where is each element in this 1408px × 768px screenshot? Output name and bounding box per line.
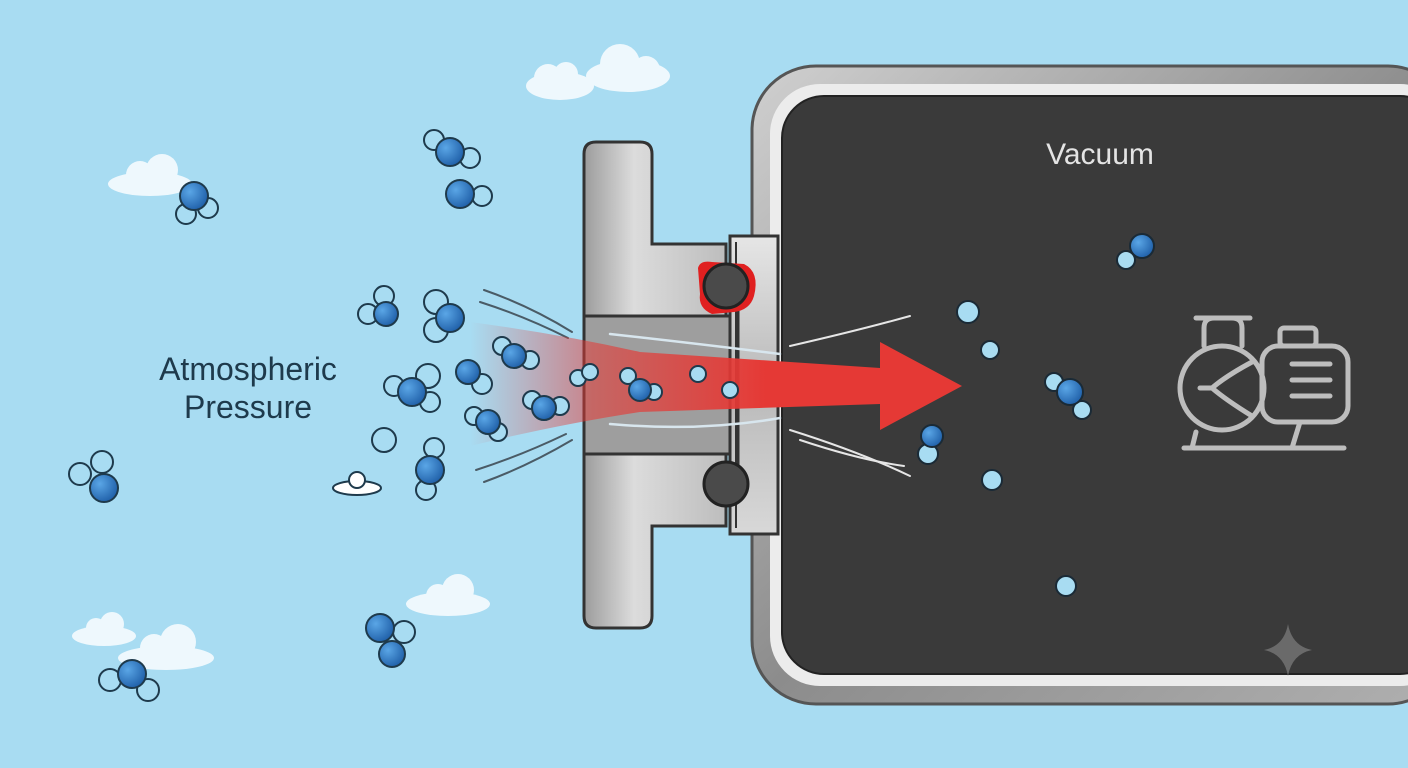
molecule-icon	[689, 365, 707, 383]
upper-o-ring	[702, 262, 750, 310]
molecule-icon	[68, 450, 119, 503]
lower-flange	[582, 452, 728, 630]
molecule-icon	[423, 129, 481, 169]
molecule-icon	[175, 181, 219, 225]
vacuum-label: Vacuum	[1046, 138, 1154, 171]
atmospheric-pressure-label: Atmospheric Pressure	[130, 350, 366, 426]
molecule-icon	[445, 179, 493, 209]
vacuum-molecules	[917, 233, 1155, 597]
cloud-icon	[108, 154, 192, 196]
molecule-icon	[1044, 372, 1092, 420]
molecule-icon	[357, 285, 399, 327]
cloud-icon	[526, 62, 594, 100]
molecule-icon	[383, 363, 441, 413]
cloud-icon	[72, 612, 136, 646]
molecule-icon	[619, 367, 663, 402]
molecule-icon	[455, 359, 493, 395]
molecule-icon	[464, 406, 508, 442]
molecule-icon	[423, 289, 465, 343]
upper-flange	[582, 140, 728, 318]
airflow-lines	[475, 289, 911, 483]
molecule-icon	[956, 300, 980, 324]
vacuum-pump-icon	[1177, 315, 1351, 451]
molecule-icon	[98, 659, 160, 702]
molecule-icon	[917, 424, 944, 465]
molecule-icon	[365, 613, 416, 668]
cloud-icon	[586, 44, 670, 92]
molecule-icon	[980, 340, 1000, 360]
molecule-icon	[371, 427, 397, 453]
leak-arrow	[470, 322, 962, 446]
cloud-icon	[406, 574, 490, 616]
molecule-icon	[981, 469, 1003, 491]
atmospheric-label-line2: Pressure	[183, 389, 313, 425]
vacuum-chamber	[750, 64, 1408, 706]
molecule-icon	[1055, 575, 1077, 597]
molecule-icon	[415, 437, 445, 501]
molecule-icon	[522, 390, 570, 421]
molecule-icon	[492, 336, 540, 370]
sparkle-icon	[1264, 624, 1312, 676]
atmospheric-label-line1: Atmospheric	[159, 351, 337, 387]
molecule-icon	[721, 381, 739, 399]
lower-o-ring	[702, 460, 750, 508]
molecule-icon	[569, 363, 599, 387]
cloud-icon	[332, 471, 382, 496]
molecule-icon	[1116, 233, 1155, 270]
atmosphere-molecules	[68, 129, 739, 702]
